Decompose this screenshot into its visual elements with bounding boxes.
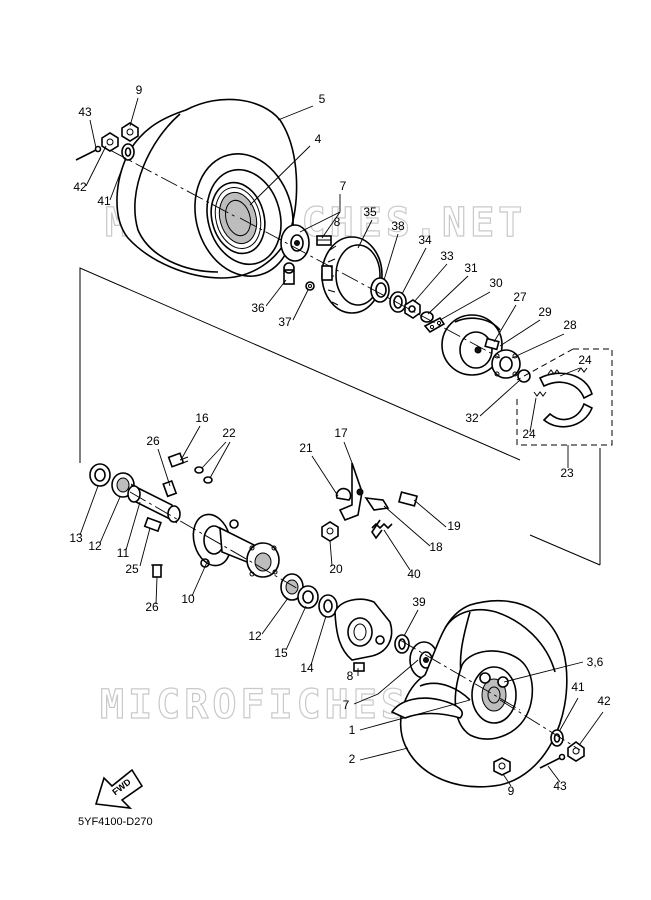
callout-30: 30 bbox=[489, 276, 503, 290]
brake-drum bbox=[321, 236, 383, 314]
studs-26-upper bbox=[162, 452, 189, 498]
callout-22: 22 bbox=[222, 426, 236, 440]
callout-4: 4 bbox=[315, 132, 322, 146]
callout-7: 7 bbox=[343, 698, 350, 712]
callout-21: 21 bbox=[299, 441, 313, 455]
callout-37: 37 bbox=[278, 315, 292, 329]
callout-12: 12 bbox=[88, 539, 102, 553]
callout-39: 39 bbox=[412, 595, 426, 609]
hub-flange-right bbox=[484, 337, 531, 383]
callout-42: 42 bbox=[73, 180, 87, 194]
callout-12: 12 bbox=[248, 629, 262, 643]
callout-38: 38 bbox=[391, 219, 405, 233]
brake-arm-parts bbox=[321, 462, 419, 542]
callout-9: 9 bbox=[508, 784, 515, 798]
callout-43: 43 bbox=[78, 105, 92, 119]
lower-right-fasteners bbox=[539, 729, 585, 769]
bolt-upper bbox=[316, 235, 332, 246]
callout-33: 33 bbox=[440, 249, 454, 263]
callout-31: 31 bbox=[464, 261, 478, 275]
bearing-12-left bbox=[111, 472, 135, 498]
hub-plate-upper bbox=[280, 224, 310, 262]
forward-direction-arrow: FWD bbox=[94, 768, 144, 810]
wheel-rim-lower bbox=[390, 650, 534, 740]
washers-22 bbox=[194, 466, 213, 484]
callout-25: 25 bbox=[125, 562, 139, 576]
callout-16: 16 bbox=[195, 411, 209, 425]
callout-35: 35 bbox=[363, 205, 377, 219]
callout-7: 7 bbox=[340, 179, 347, 193]
callout-34: 34 bbox=[418, 233, 432, 247]
callout-28: 28 bbox=[563, 318, 577, 332]
callout-26: 26 bbox=[146, 434, 160, 448]
leader-lines bbox=[79, 97, 604, 787]
brake-shoe-group bbox=[516, 348, 613, 446]
callout-15: 15 bbox=[274, 646, 288, 660]
brake-panel bbox=[441, 314, 503, 376]
bolt-36-washer-37 bbox=[283, 262, 315, 291]
nut-9-lower bbox=[493, 757, 511, 776]
callout-3-6: 3,6 bbox=[587, 655, 604, 669]
callout-20: 20 bbox=[329, 562, 343, 576]
callout-17: 17 bbox=[334, 426, 348, 440]
callout-23: 23 bbox=[560, 466, 574, 480]
assembly-center-lines bbox=[109, 149, 581, 751]
callout-13: 13 bbox=[69, 531, 83, 545]
callout-2: 2 bbox=[349, 752, 356, 766]
callout-9: 9 bbox=[136, 83, 143, 97]
upper-bearing-stack bbox=[370, 277, 446, 334]
wheel-rim-upper bbox=[210, 181, 266, 255]
hub-flange-left bbox=[246, 542, 280, 578]
callout-1: 1 bbox=[349, 723, 356, 737]
lower-bearing-stack bbox=[280, 573, 338, 618]
callout-26: 26 bbox=[145, 600, 159, 614]
front-tire-upper bbox=[116, 98, 298, 279]
callout-27: 27 bbox=[513, 290, 527, 304]
diagram-code: 5YF4100-D270 bbox=[78, 816, 153, 828]
callout-8: 8 bbox=[347, 669, 354, 683]
callout-42: 42 bbox=[597, 694, 611, 708]
callout-43: 43 bbox=[553, 779, 567, 793]
callout-40: 40 bbox=[407, 567, 421, 581]
callout-41: 41 bbox=[571, 680, 585, 694]
stud-25-26-lower bbox=[143, 516, 163, 578]
callout-14: 14 bbox=[300, 661, 314, 675]
seal-39 bbox=[394, 634, 410, 654]
callout-18: 18 bbox=[429, 540, 443, 554]
callout-24: 24 bbox=[578, 353, 592, 367]
seal-13 bbox=[89, 463, 111, 487]
upper-left-fasteners bbox=[75, 122, 139, 161]
callout-10: 10 bbox=[181, 592, 195, 606]
callout-5: 5 bbox=[319, 92, 326, 106]
callout-19: 19 bbox=[447, 519, 461, 533]
callout-41: 41 bbox=[97, 194, 111, 208]
callout-11: 11 bbox=[117, 546, 130, 560]
assembly-frame-lines bbox=[79, 267, 601, 566]
callout-32: 32 bbox=[465, 411, 479, 425]
callout-8: 8 bbox=[334, 215, 341, 229]
callout-29: 29 bbox=[538, 305, 552, 319]
hub-housing bbox=[334, 598, 393, 672]
callout-36: 36 bbox=[251, 301, 265, 315]
callout-24: 24 bbox=[522, 427, 536, 441]
callout-labels: 4395442417835383433313027292836372432242… bbox=[69, 83, 611, 798]
